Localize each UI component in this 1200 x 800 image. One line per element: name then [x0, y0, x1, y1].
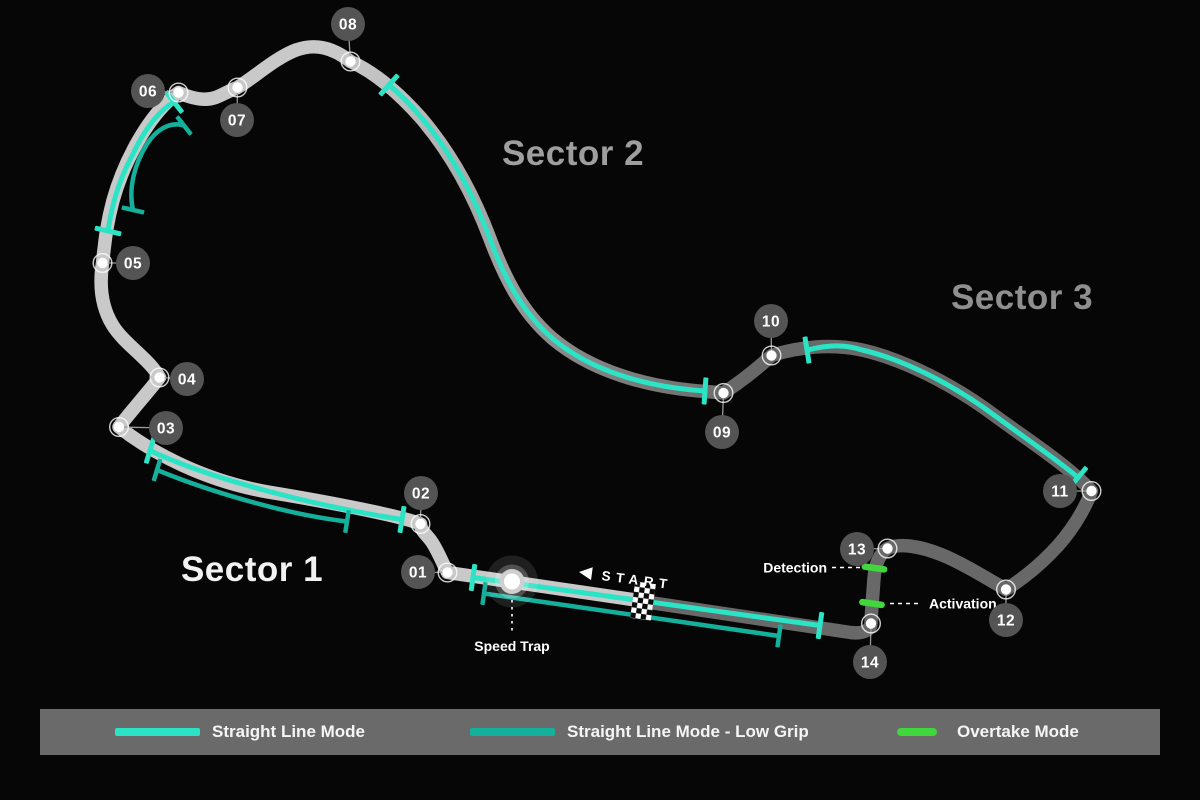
lowgrip-turn5-6: [129, 122, 187, 213]
straight-line-mode-swatch-icon: [115, 728, 200, 736]
svg-text:11: 11: [1051, 484, 1068, 501]
sector-3-label: Sector 3: [951, 278, 1093, 317]
drs-detection-callout: Detection: [763, 560, 860, 576]
turn-marker-14: 14: [853, 613, 887, 679]
turn-marker-11: 11: [1043, 474, 1102, 508]
slm-sector2-curve: [386, 82, 708, 394]
svg-text:07: 07: [228, 113, 246, 130]
lowgrip-sector1-straight: [154, 467, 350, 524]
lowgrip-tick: [121, 205, 145, 215]
turn-marker-02: 02: [404, 476, 438, 535]
speed-trap-label: Speed Trap: [474, 638, 549, 654]
checkered-flag: [630, 581, 656, 621]
svg-text:01: 01: [409, 565, 427, 582]
lowgrip-tick: [151, 458, 163, 482]
turn-marker-06: 06: [131, 74, 189, 108]
turn-marker-05: 05: [92, 246, 150, 280]
svg-text:12: 12: [997, 613, 1015, 630]
svg-text:13: 13: [848, 542, 866, 559]
sector-2-label: Sector 2: [502, 134, 644, 173]
slm-tick: [378, 73, 400, 97]
svg-text:10: 10: [762, 314, 780, 331]
turn-marker-10: 10: [754, 304, 788, 366]
activation-label: Activation: [929, 596, 997, 612]
slm-tick: [815, 611, 825, 640]
lowgrip-tick: [175, 115, 193, 136]
drs-detection-bar: [861, 563, 888, 573]
lowgrip-tick: [775, 624, 783, 648]
low-grip-mode-swatch-icon: [470, 728, 555, 736]
svg-text:04: 04: [178, 372, 196, 389]
slm-sector1-straight: [147, 448, 405, 522]
lowgrip-tick: [480, 581, 488, 606]
turn-marker-07: 07: [220, 77, 254, 137]
drs-activation-bar: [859, 598, 885, 609]
slm-tick: [701, 377, 709, 405]
legend-bar: Straight Line Mode Straight Line Mode - …: [40, 709, 1160, 755]
turn-marker-08: 08: [331, 7, 365, 72]
detection-label: Detection: [763, 560, 827, 576]
svg-text:02: 02: [412, 486, 430, 503]
turn-marker-13: 13: [840, 532, 898, 566]
svg-text:06: 06: [139, 84, 157, 101]
overtake-mode-swatch-icon: [897, 728, 937, 736]
turn-marker-01: 01: [401, 555, 458, 589]
overtake-mode-label: Overtake Mode: [957, 722, 1079, 741]
slm-turn10-11: [804, 343, 1081, 480]
turn-marker-09: 09: [705, 383, 739, 449]
straight-line-mode-label: Straight Line Mode: [212, 722, 365, 741]
svg-text:14: 14: [861, 655, 879, 672]
turn-marker-04: 04: [149, 362, 204, 396]
sector-1-label: Sector 1: [181, 550, 323, 589]
turn-marker-12: 12: [989, 579, 1023, 637]
slm-tick: [802, 336, 812, 364]
speed-trap-marker: Speed Trap: [474, 555, 550, 654]
start-arrow-icon: [579, 567, 593, 581]
turn-marker-03: 03: [108, 411, 183, 445]
slm-turn5-6: [105, 99, 177, 234]
svg-text:05: 05: [124, 256, 142, 273]
slm-tick: [468, 563, 478, 592]
slm-tick: [164, 90, 184, 114]
low-grip-mode-label: Straight Line Mode - Low Grip: [567, 722, 809, 741]
drs-activation-callout: Activation: [890, 596, 997, 612]
slm-tick: [94, 225, 122, 237]
slm-tick: [397, 505, 407, 534]
lowgrip-tick: [343, 509, 351, 534]
slm-tick: [143, 437, 157, 464]
track-sector2-descent: [343, 54, 731, 400]
svg-text:09: 09: [713, 425, 731, 442]
svg-text:08: 08: [339, 17, 357, 34]
track-sector1-north: [94, 40, 653, 609]
svg-text:03: 03: [157, 421, 175, 438]
